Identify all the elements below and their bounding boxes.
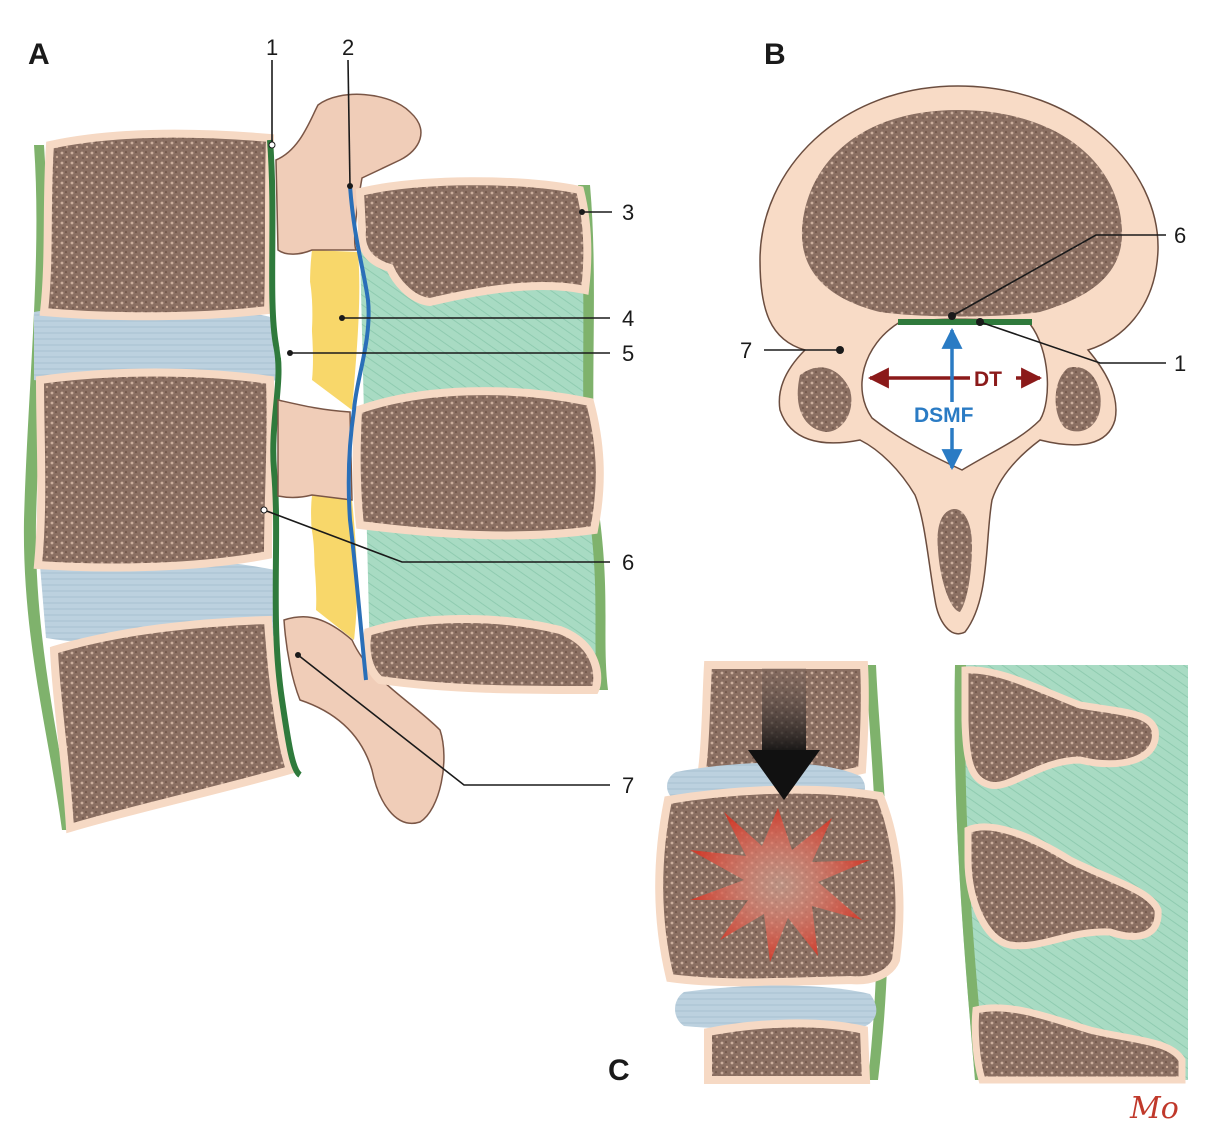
spinous-process-c-2 [964, 823, 1162, 950]
intervertebral-foramen-lower [279, 499, 315, 615]
leader-a2-dot [347, 183, 353, 189]
callout-a7: 7 [622, 773, 634, 798]
spinous-process-c-3 [971, 1004, 1186, 1084]
vertebral-body-1 [39, 129, 275, 321]
leader-a3-dot [579, 209, 585, 215]
panel-label-a: A [28, 38, 50, 71]
illustrator-signature: Mo [1129, 1091, 1179, 1126]
callout-a5: 5 [622, 341, 634, 366]
panel-a-sagittal-spine: A 1 2 3 4 5 6 7 [23, 35, 634, 834]
leader-b1-dot [976, 318, 984, 326]
leader-b6-dot [948, 312, 956, 320]
transverse-process-right [1055, 367, 1101, 432]
callout-a2: 2 [342, 35, 354, 60]
spinous-process-axial [937, 509, 972, 612]
transverse-process-left [797, 367, 852, 432]
leader-b6 [951, 234, 1166, 317]
callout-b1: 1 [1174, 351, 1186, 376]
lamina-pedicle-lower [283, 615, 445, 825]
posterior-longitudinal-ligament [267, 139, 303, 778]
callout-b6: 6 [1174, 223, 1186, 248]
leader-b7-dot [836, 346, 844, 354]
intervertebral-disc-upper [34, 303, 278, 389]
lower-disc-c [675, 985, 877, 1030]
dural-sac-line [346, 185, 371, 681]
leader-a2 [347, 59, 351, 187]
compression-arrow-shaft [762, 668, 806, 752]
panel-label-b: B [764, 38, 786, 71]
dsmf-label-bg [912, 402, 988, 428]
posterior-elements-view [954, 665, 1188, 1084]
leader-a6 [263, 509, 610, 563]
panel-label-c: C [608, 1054, 630, 1087]
intervertebral-foramen-upper [278, 256, 313, 380]
spinous-process-upper [355, 177, 592, 307]
spinous-process-middle [352, 387, 604, 540]
compression-fracture-view [655, 661, 904, 1084]
ligament-strip-c [954, 665, 986, 1080]
callout-a4: 4 [622, 306, 634, 331]
lamina-pedicle-middle [277, 399, 353, 501]
vertebral-body-3 [49, 615, 296, 834]
fracture-star [690, 808, 870, 962]
dt-label: DT [974, 368, 1002, 391]
lamina-pedicle-upper [275, 93, 422, 255]
callout-a1: 1 [266, 35, 278, 60]
panel-c-compression: C [608, 661, 1188, 1087]
compression-arrow-head [748, 750, 820, 800]
spinous-process-lower [362, 615, 602, 695]
leader-b1 [979, 321, 1166, 364]
leader-a7-dot [295, 652, 301, 658]
callout-b7: 7 [740, 338, 752, 363]
leader-a4-dot [339, 315, 345, 321]
leader-a5-dot [287, 350, 293, 356]
leader-a6-dot [260, 506, 268, 514]
panel-b-axial-vertebra: B DT DSMF 6 7 1 [740, 38, 1186, 635]
dsmf-label: DSMF [914, 404, 974, 427]
dt-label-bg [970, 366, 1016, 390]
leader-a1-dot [268, 141, 276, 149]
callout-a6: 6 [622, 550, 634, 575]
vertebral-body-2 [33, 368, 275, 572]
callout-a3: 3 [622, 200, 634, 225]
leader-a7 [297, 654, 610, 786]
ligamentum-flavum-upper [310, 250, 360, 410]
lower-vertebra-c [704, 1019, 871, 1084]
spinous-process-c-1 [961, 666, 1159, 790]
